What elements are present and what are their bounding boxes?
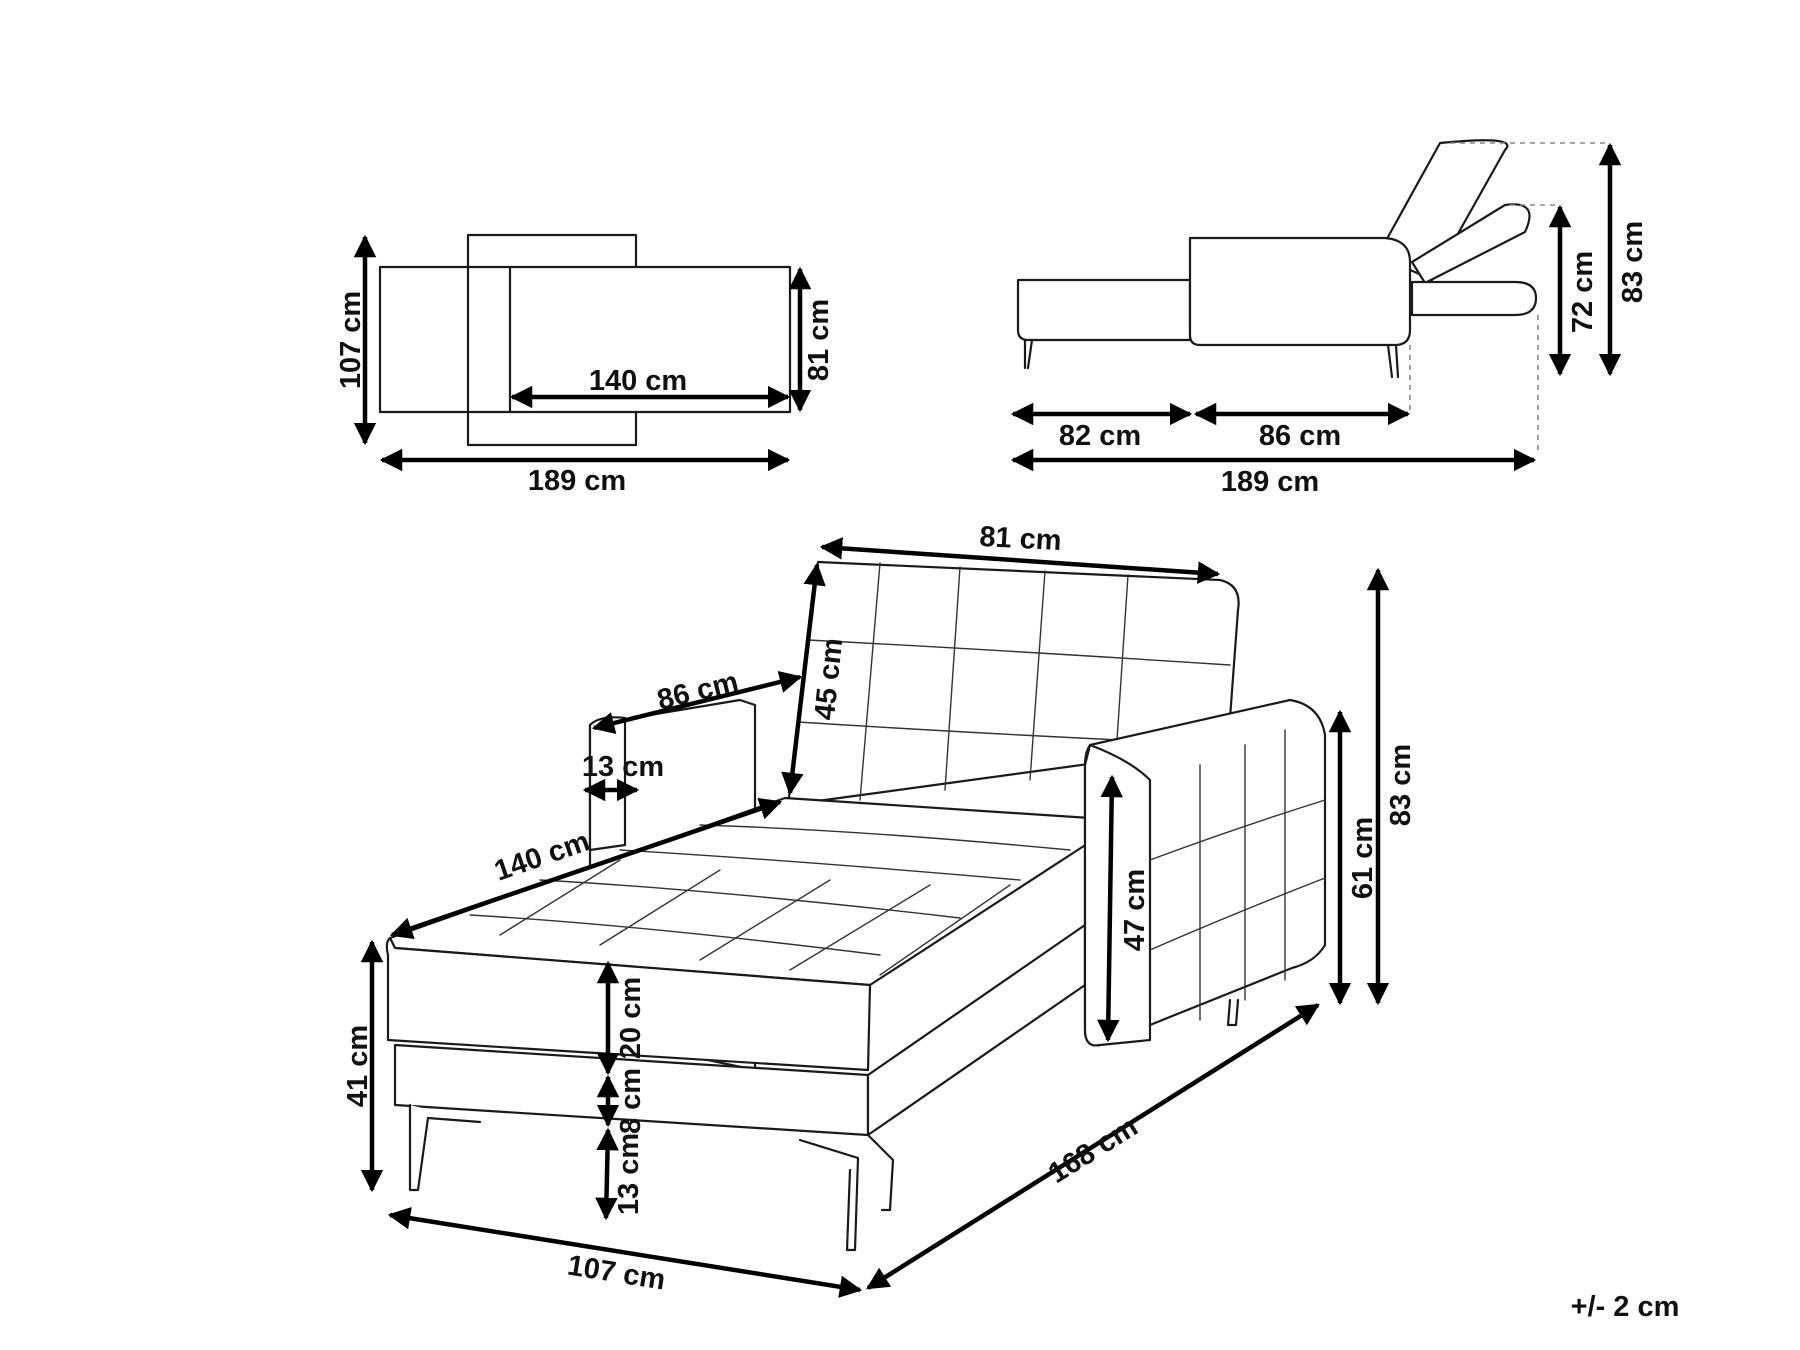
top-view: 107 cm 140 cm 81 cm 189 cm <box>335 233 835 497</box>
label-side-full-height: 83 cm <box>1617 221 1649 303</box>
side-view: 82 cm 86 cm 189 cm 72 cm 83 cm <box>1010 139 1649 498</box>
label-side-seat-length: 82 cm <box>1059 420 1141 452</box>
side-view-back-section <box>1188 236 1412 347</box>
side-view-leg-back <box>1386 343 1394 379</box>
leg-back-right <box>1226 998 1240 1027</box>
label-persp-arm-height: 47 cm <box>1119 869 1151 951</box>
label-persp-total-height: 83 cm <box>1385 744 1417 826</box>
side-view-backrest-mid <box>1410 203 1531 285</box>
right-armrest-tufting-horizontal <box>1149 799 1326 951</box>
dim-persp-front-width <box>387 1207 863 1298</box>
top-view-body-outline <box>378 265 792 414</box>
backrest-tufting-vertical <box>859 562 1129 801</box>
label-persp-arm-total: 61 cm <box>1347 817 1379 899</box>
side-view-seat <box>1016 278 1192 342</box>
dim-persp-legs <box>595 1127 619 1221</box>
left-armrest-end <box>588 716 627 852</box>
dim-persp-arm-height <box>1097 774 1123 1043</box>
leg-front-right-b <box>866 1133 895 1212</box>
label-top-inner-length: 140 cm <box>589 365 687 397</box>
label-side-back-length: 86 cm <box>1259 420 1341 452</box>
label-side-total-length: 189 cm <box>1221 466 1319 498</box>
dim-persp-back-width <box>819 537 1221 584</box>
label-top-depth: 107 cm <box>335 291 367 389</box>
tolerance-note: +/- 2 cm <box>1571 1291 1680 1323</box>
dim-persp-arm-length <box>591 670 803 735</box>
label-persp-back-width: 81 cm <box>979 521 1063 557</box>
label-persp-cushion: 20 cm <box>615 977 647 1059</box>
side-view-leg-front-b <box>1026 338 1034 370</box>
label-side-mid-height: 72 cm <box>1567 251 1599 333</box>
perspective-view: 81 cm 86 cm 45 cm 13 cm 140 cm 47 cm 61 … <box>342 521 1417 1298</box>
right-armrest-tufting-vertical <box>1199 729 1286 1021</box>
dim-persp-back-height <box>781 562 826 796</box>
label-persp-arm-width: 13 cm <box>582 751 664 783</box>
dim-persp-seat-length <box>389 797 783 940</box>
label-persp-base: 8 cm <box>615 1068 647 1134</box>
dim-persp-depth <box>866 1003 1320 1290</box>
leg-front-left <box>408 1103 482 1192</box>
label-persp-depth: 168 cm <box>1043 1111 1143 1190</box>
side-view-backrest-up <box>1376 139 1509 282</box>
label-persp-legs: 13 cm <box>613 1133 645 1215</box>
side-view-leg-back-b <box>1394 343 1400 379</box>
label-persp-seat-height: 41 cm <box>342 1025 374 1107</box>
side-view-backrest-flat <box>1410 280 1538 317</box>
leg-front-right <box>798 1138 860 1252</box>
label-top-right-depth: 81 cm <box>803 299 835 381</box>
label-top-length: 189 cm <box>528 465 626 497</box>
